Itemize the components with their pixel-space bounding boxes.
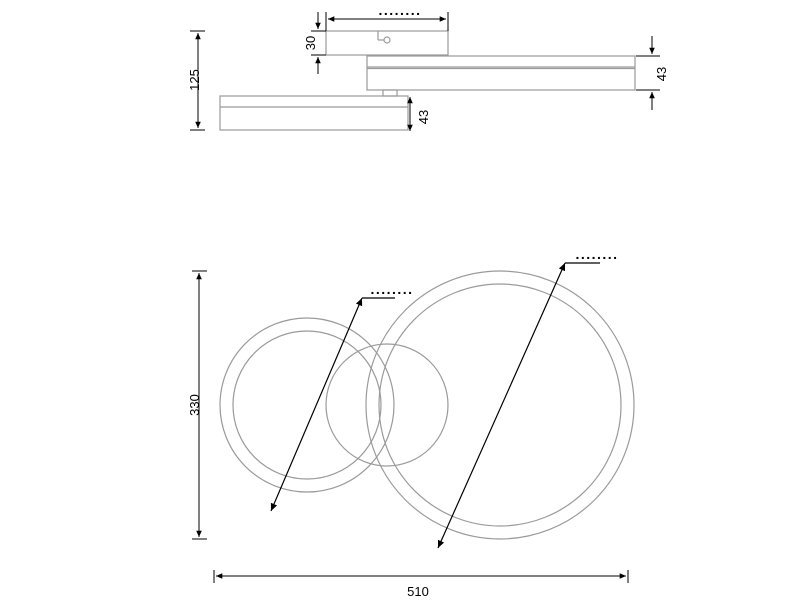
dimension-canopy-height: 30 bbox=[303, 12, 326, 74]
leader-large-ring-diameter: ........ bbox=[437, 246, 618, 549]
dimension-canopy-width: ........ bbox=[325, 2, 449, 31]
connector-stem bbox=[382, 89, 398, 97]
dimension-total-height-side: 125 bbox=[187, 30, 205, 131]
right-ring-profile bbox=[366, 55, 636, 91]
dim-label-330: 330 bbox=[187, 394, 202, 416]
large-ring-inner bbox=[378, 283, 622, 527]
dimension-left-ring-height: 43 bbox=[407, 97, 431, 131]
dimension-total-height-top: 330 bbox=[187, 270, 207, 540]
small-ring-outer bbox=[219, 317, 395, 493]
side-view: 125 30 ........ 43 43 bbox=[187, 2, 669, 131]
dim-label-510: 510 bbox=[407, 584, 429, 599]
dimension-total-width: 510 bbox=[213, 570, 629, 599]
left-ring-profile bbox=[219, 95, 409, 131]
dim-label-small-ring: ........ bbox=[370, 281, 413, 297]
dimension-right-ring-height: 43 bbox=[636, 36, 669, 110]
canopy-outline bbox=[325, 30, 449, 56]
leader-small-ring-diameter: ........ bbox=[270, 281, 413, 512]
dim-label-large-ring: ........ bbox=[575, 246, 618, 262]
dim-label-43-left: 43 bbox=[416, 110, 431, 124]
canopy-screw-head bbox=[383, 36, 391, 44]
large-ring-outer bbox=[365, 270, 635, 540]
dim-label-43-right: 43 bbox=[654, 67, 669, 81]
top-view: ........ ........ 330 510 bbox=[187, 246, 635, 599]
dim-label-canopy-width: ........ bbox=[378, 2, 421, 18]
dim-label-30: 30 bbox=[303, 36, 318, 50]
small-ring-inner bbox=[232, 330, 382, 480]
dim-label-125: 125 bbox=[187, 69, 202, 91]
